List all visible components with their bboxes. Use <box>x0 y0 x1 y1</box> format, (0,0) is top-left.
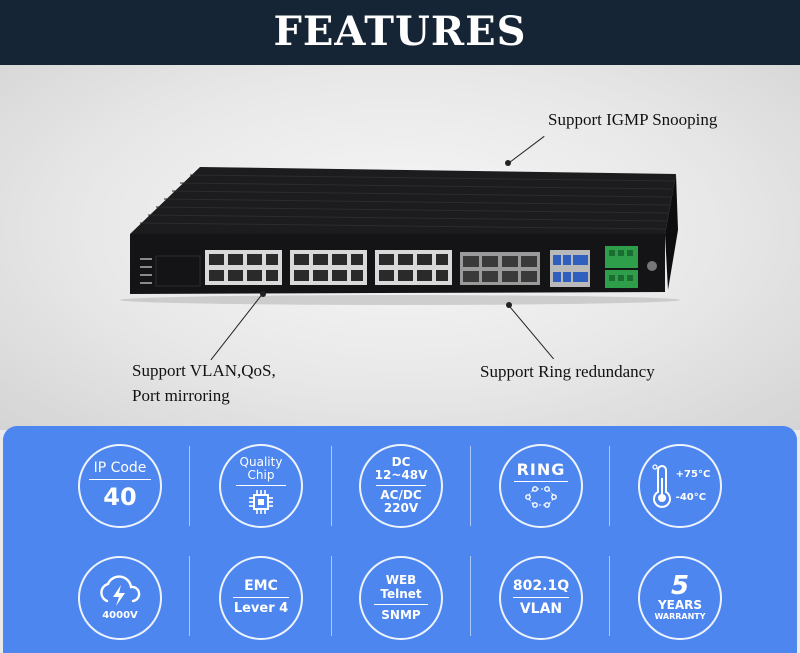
emc-level: Lever 4 <box>233 601 289 616</box>
divider <box>609 446 610 526</box>
power-dc-range: 12~48V <box>374 468 428 482</box>
ring-nodes-icon <box>525 486 557 508</box>
divider <box>470 556 471 636</box>
divider <box>331 556 332 636</box>
lightning-cloud-icon <box>100 575 141 606</box>
emc-label: EMC <box>244 578 278 594</box>
power-dc-label: DC <box>391 455 411 469</box>
callout-vlan-line1: Support VLAN,QoS, <box>132 361 276 380</box>
quality-chip-line1: Quality <box>239 455 283 469</box>
page-title: FEATURES <box>273 8 527 55</box>
ip-code-label: IP Code <box>93 460 147 476</box>
quality-chip-line2: Chip <box>247 468 275 482</box>
power-ac-label: AC/DC <box>380 488 422 502</box>
management-web: WEB <box>385 573 417 587</box>
feature-quality-chip: Quality Chip <box>181 429 341 542</box>
surge-value: 4000V <box>102 610 138 621</box>
feature-emc: EMC Lever 4 <box>181 541 341 653</box>
temperature-high: +75°C <box>675 468 711 480</box>
thermometer-icon <box>652 463 671 508</box>
ip-code-value: 40 <box>103 483 137 511</box>
vlan-label: VLAN <box>519 601 563 617</box>
management-snmp: SNMP <box>381 608 421 622</box>
power-ac-value: 220V <box>383 501 419 515</box>
divider <box>189 556 190 636</box>
divider <box>609 556 610 636</box>
divider <box>331 446 332 526</box>
feature-surge-protection: 4000V <box>40 541 200 653</box>
feature-power-input: DC 12~48V AC/DC 220V <box>321 429 481 542</box>
vlan-standard: 802.1Q <box>512 578 570 594</box>
feature-ring: RING <box>461 429 621 542</box>
feature-warranty: 5 YEARS WARRANTY <box>600 541 760 653</box>
header-banner: FEATURES <box>0 0 800 65</box>
callout-vlan-line2: Port mirroring <box>132 386 230 405</box>
temperature-low: -40°C <box>675 491 707 503</box>
warranty-number: 5 <box>670 571 690 601</box>
feature-ip-code: IP Code 40 <box>40 429 200 542</box>
features-panel: IP Code 40 Quality Chip DC 1 <box>3 426 797 653</box>
feature-temperature: +75°C -40°C <box>600 429 760 542</box>
management-telnet: Telnet <box>380 587 422 601</box>
callout-ring: Support Ring redundancy <box>480 362 655 381</box>
divider <box>189 446 190 526</box>
warranty-years: YEARS <box>657 598 703 612</box>
warranty-label: WARRANTY <box>654 612 706 621</box>
divider <box>470 446 471 526</box>
callout-igmp: Support IGMP Snooping <box>548 110 718 129</box>
callout-pointer-vlan <box>260 291 266 297</box>
chip-icon <box>249 490 273 514</box>
network-switch-image <box>120 167 680 305</box>
feature-vlan: 802.1Q VLAN <box>461 541 621 653</box>
ring-label: RING <box>516 460 566 479</box>
feature-management: WEB Telnet SNMP <box>321 541 481 653</box>
